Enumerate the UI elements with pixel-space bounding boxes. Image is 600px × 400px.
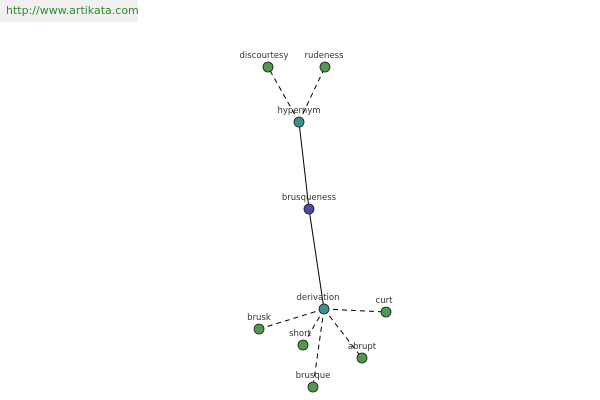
edge-derivation-curt [323, 308, 387, 313]
node-dot-discourtesy[interactable] [262, 61, 274, 73]
site-url-bar: http://www.artikata.com [0, 0, 139, 22]
edge-derivation-abrupt [323, 308, 363, 359]
edge-brusqueness-derivation [308, 208, 325, 310]
node-short[interactable]: short [289, 329, 312, 351]
graph-nodes: brusqueness hypernym derivation discourtesy… [240, 51, 394, 393]
edge-derivation-brusk [258, 308, 325, 330]
node-label-brusque[interactable]: brusque [296, 371, 331, 381]
node-abrupt[interactable]: abrupt [348, 342, 377, 364]
node-hypernym[interactable]: hypernym [277, 106, 321, 128]
node-derivation[interactable]: derivation [296, 293, 340, 315]
node-dot-short[interactable] [297, 339, 309, 351]
node-brusque[interactable]: brusque [296, 371, 331, 393]
node-brusk[interactable]: brusk [247, 313, 271, 335]
node-label-brusqueness[interactable]: brusqueness [282, 193, 337, 203]
node-label-discourtesy[interactable]: discourtesy [240, 51, 289, 61]
site-url-link[interactable]: http://www.artikata.com [6, 4, 139, 17]
edge-hypernym-discourtesy [267, 66, 300, 123]
node-discourtesy[interactable]: discourtesy [240, 51, 289, 73]
node-label-rudeness[interactable]: rudeness [305, 51, 345, 61]
edge-derivation-brusque [312, 308, 325, 388]
node-label-curt[interactable]: curt [376, 296, 394, 306]
node-brusqueness[interactable]: brusqueness [282, 193, 337, 215]
node-label-hypernym[interactable]: hypernym [277, 106, 320, 116]
node-label-abrupt[interactable]: abrupt [348, 342, 377, 352]
edge-hypernym-rudeness [298, 66, 326, 123]
node-curt[interactable]: curt [376, 296, 394, 318]
node-dot-brusque[interactable] [307, 381, 319, 393]
node-dot-rudeness[interactable] [319, 61, 331, 73]
graph-edges [258, 66, 387, 388]
edge-derivation-short [302, 308, 325, 346]
node-dot-brusk[interactable] [253, 323, 265, 335]
node-label-short[interactable]: short [289, 329, 312, 339]
node-label-brusk[interactable]: brusk [247, 313, 271, 323]
node-dot-abrupt[interactable] [356, 352, 368, 364]
node-label-derivation[interactable]: derivation [296, 293, 339, 303]
node-dot-hypernym[interactable] [293, 116, 305, 128]
node-rudeness[interactable]: rudeness [305, 51, 345, 73]
node-dot-curt[interactable] [380, 306, 392, 318]
node-dot-derivation[interactable] [318, 303, 330, 315]
node-dot-brusqueness[interactable] [303, 203, 315, 215]
edge-brusqueness-hypernym [298, 121, 310, 210]
